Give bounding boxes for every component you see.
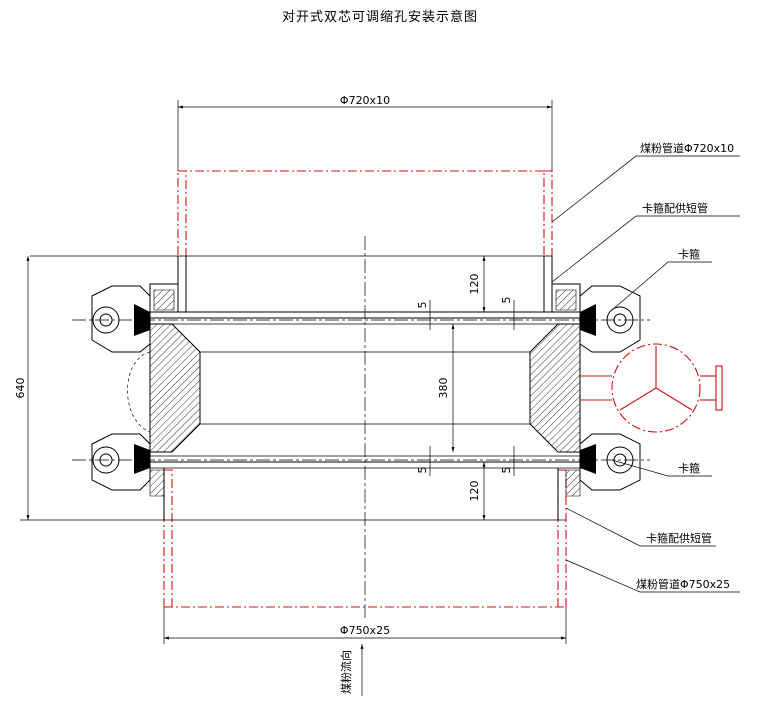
bottom-short-pipe — [20, 461, 580, 521]
callout-top-short-pipe: 卡箍配供短管 — [642, 201, 708, 215]
dim-bottom-diameter — [163, 607, 567, 644]
dim-overall-height-label: 640 — [14, 378, 27, 399]
dim-upper-short-pipe-label: 120 — [468, 274, 481, 295]
dim-bottom-diameter-label: Φ750x25 — [340, 624, 390, 637]
dim-top-diameter-label: Φ720x10 — [340, 94, 390, 107]
orifice-body — [127, 318, 581, 462]
callout-top-clamp: 卡箍 — [678, 247, 700, 261]
dim-gap-marks — [429, 300, 515, 476]
callout-bottom-pipe: 煤粉管道Φ750x25 — [636, 577, 730, 591]
diagram-title: 对开式双芯可调缩孔安装示意图 — [281, 10, 478, 25]
actuator — [580, 343, 723, 433]
bottom-right-clamp — [565, 433, 641, 497]
flow-direction-label: 煤粉流向 — [339, 650, 353, 694]
dim-gap-b-label: 5 — [500, 297, 513, 304]
dim-gap-c-label: 5 — [416, 467, 429, 474]
dim-top-diameter — [177, 100, 553, 171]
callout-bottom-short-pipe: 卡箍配供短管 — [646, 531, 712, 545]
leader-lines — [551, 155, 740, 593]
dim-lower-short-pipe-label: 120 — [468, 481, 481, 502]
dim-inner-height-label: 380 — [437, 378, 450, 399]
callout-top-pipe: 煤粉管道Φ720x10 — [640, 141, 734, 155]
bottom-left-clamp — [91, 433, 165, 497]
dim-gap-d-label: 5 — [500, 467, 513, 474]
dim-gap-a-label: 5 — [416, 302, 429, 309]
callout-bottom-clamp: 卡箍 — [678, 461, 700, 475]
center-lines — [72, 236, 650, 620]
